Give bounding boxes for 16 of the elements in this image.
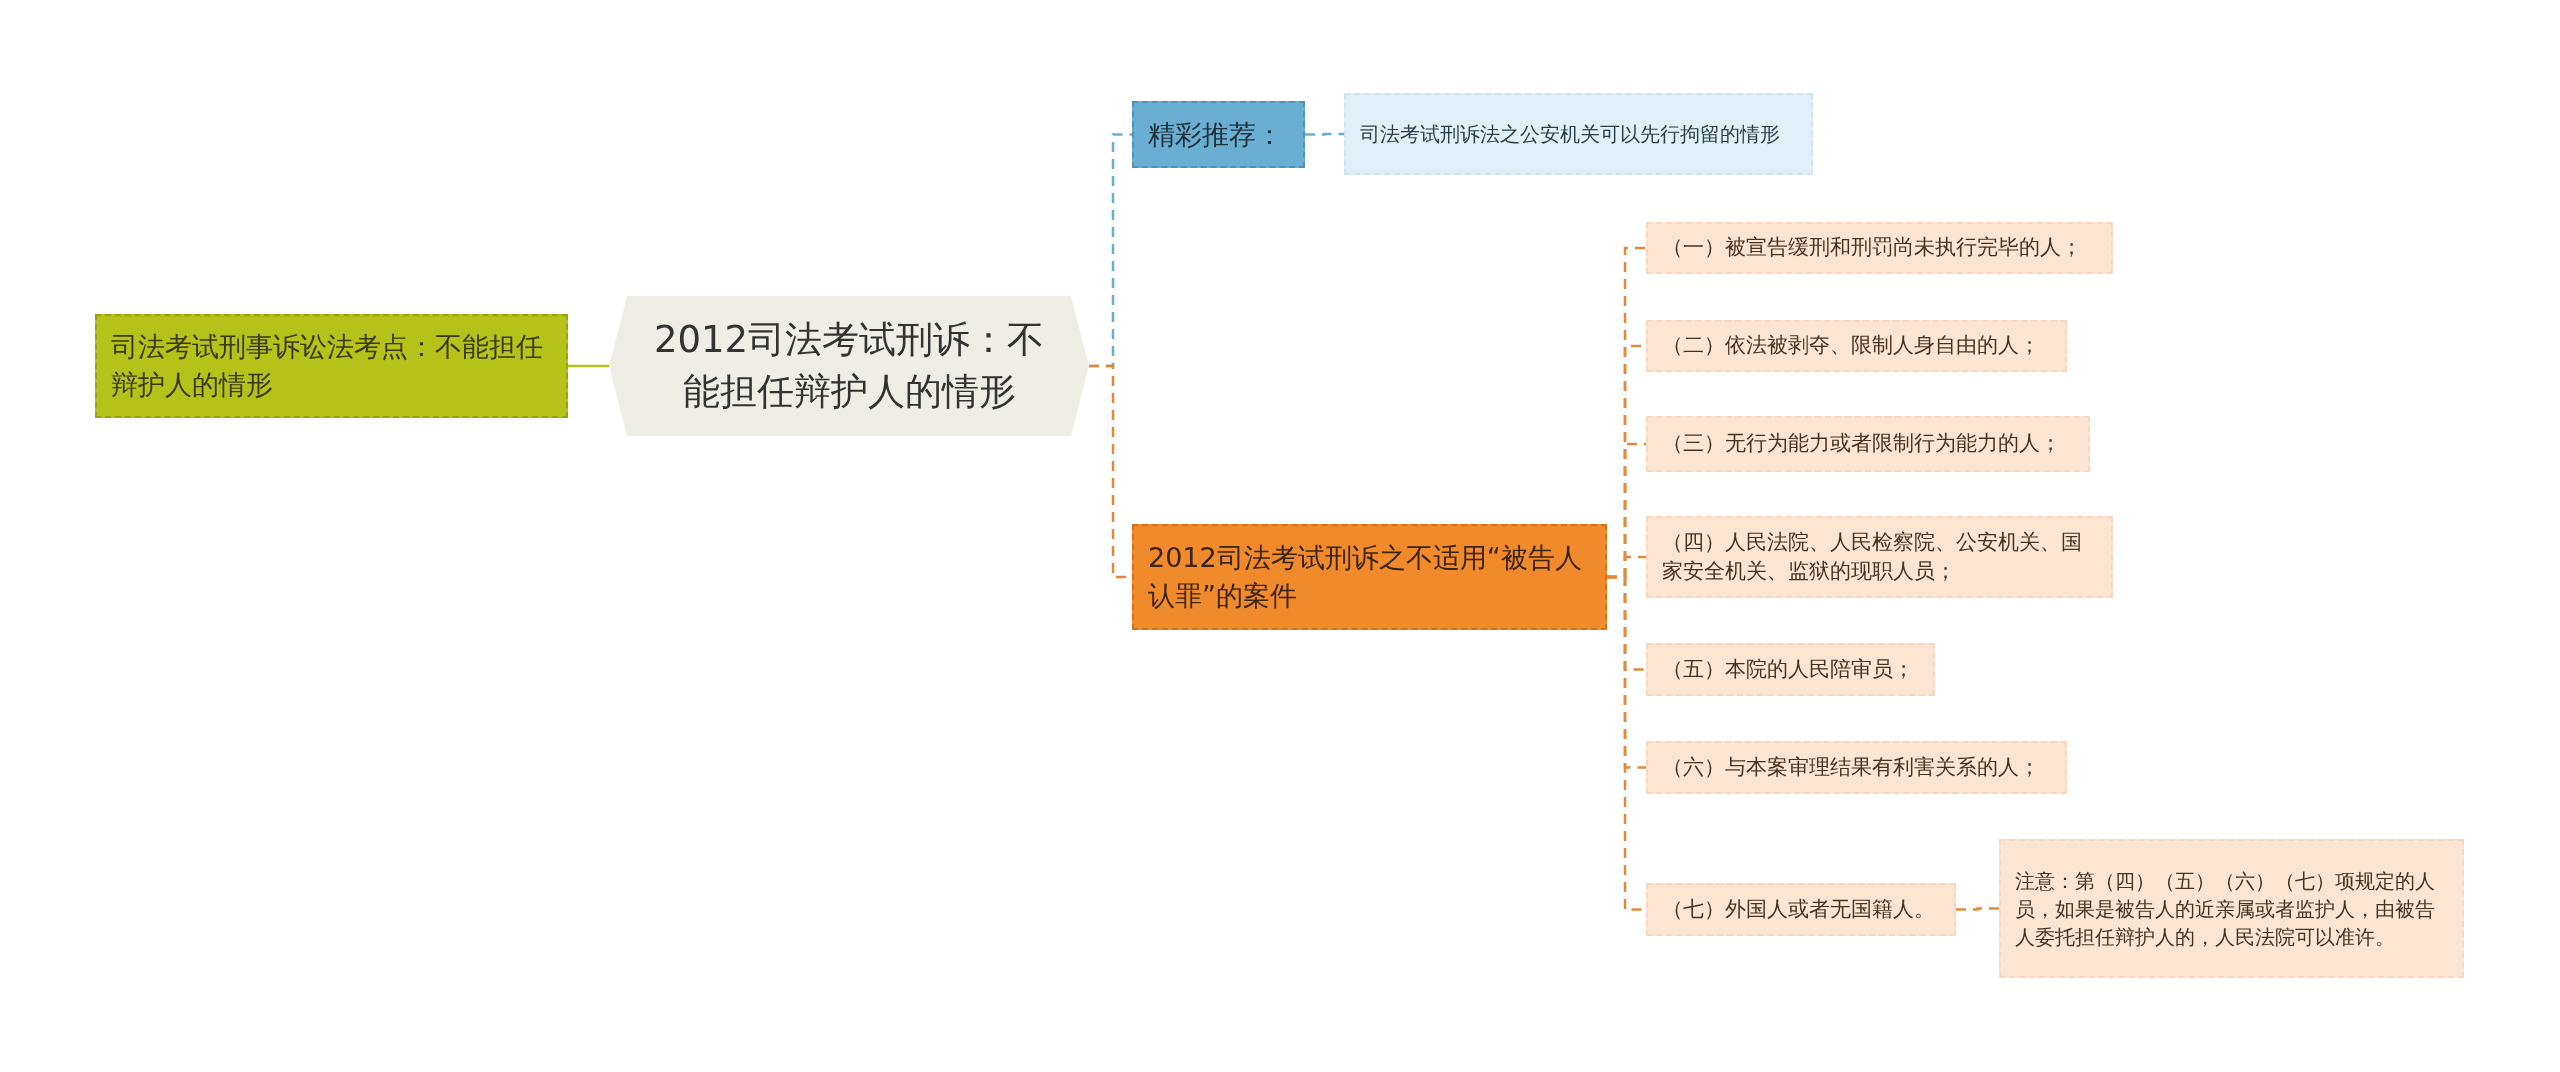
item-box: （三）无行为能力或者限制行为能力的人； (1646, 416, 2090, 472)
item-box: （七）外国人或者无国籍人。 (1646, 883, 1956, 936)
item-box: （四）人民法院、人民检察院、公安机关、国家安全机关、监狱的现职人员； (1646, 516, 2113, 598)
connector-line (1956, 907, 1999, 911)
heading-box: 精彩推荐： (1132, 101, 1305, 168)
connector-line (568, 364, 609, 368)
item-box: （二）依法被剥夺、限制人身自由的人； (1646, 320, 2067, 372)
item-box: （一）被宣告缓刑和刑罚尚未执行完毕的人； (1646, 222, 2113, 274)
item-box: （五）本院的人民陪审员； (1646, 643, 1935, 696)
topic-box: 司法考试刑事诉讼法考点：不能担任辩护人的情形 (95, 314, 568, 418)
link-box: 司法考试刑诉法之公安机关可以先行拘留的情形 (1344, 93, 1813, 175)
note-box: 注意：第（四）（五）（六）（七）项规定的人员，如果是被告人的近亲属或者监护人，由被告人委托担任辩护人的，人民法院可以准许。 (1999, 839, 2464, 978)
item-box: （六）与本案审理结果有利害关系的人； (1646, 741, 2067, 794)
topic-hexagon: 2012司法考试刑诉：不能担任辩护人的情形 (609, 296, 1089, 436)
branch-box: 2012司法考试刑诉之不适用“被告人认罪”的案件 (1132, 524, 1607, 630)
connector-line (1305, 132, 1344, 136)
